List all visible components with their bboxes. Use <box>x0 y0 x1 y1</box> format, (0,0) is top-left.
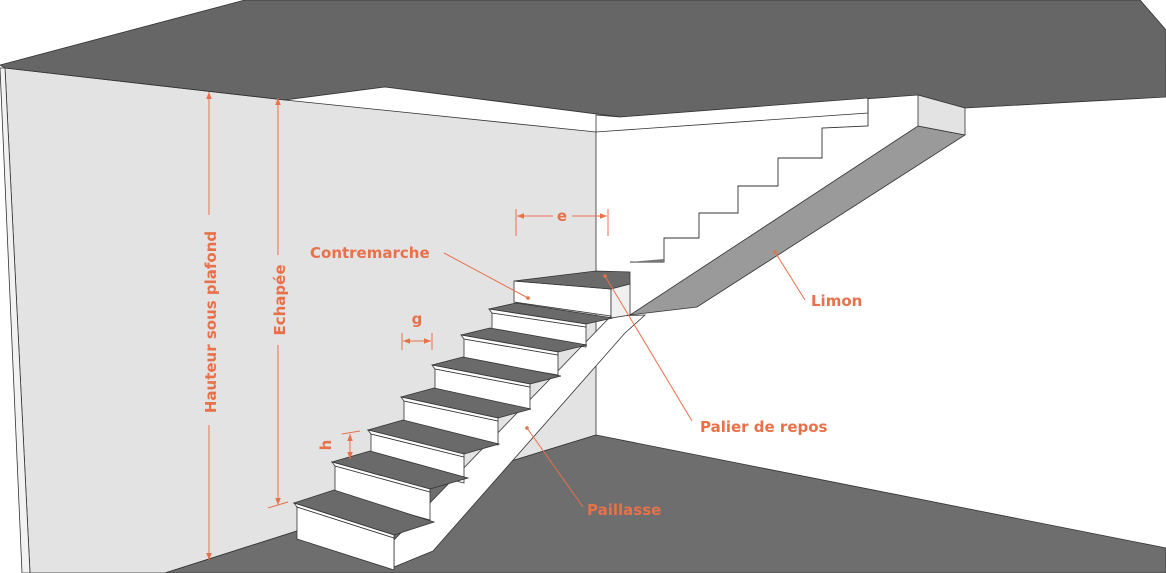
label-echapee: Echapée <box>271 264 289 335</box>
label-h: h <box>317 440 335 451</box>
tread-nosing <box>460 334 559 356</box>
label-e: e <box>557 207 567 225</box>
landing-tread <box>513 270 631 290</box>
label-limon: Limon <box>811 292 862 310</box>
dim-e: e <box>515 207 609 236</box>
tread-nosing <box>431 364 531 388</box>
tread-nosing <box>400 396 499 422</box>
dim-echapee: Echapée <box>267 98 289 509</box>
tread-nosing <box>367 429 465 458</box>
leader-paillasse: Paillasse <box>525 426 661 519</box>
dim-h: h <box>317 430 361 459</box>
label-paillasse: Paillasse <box>587 501 661 519</box>
label-contremarche: Contremarche <box>310 244 430 262</box>
upper-flight-nosings <box>630 259 664 262</box>
dim-g: g <box>401 310 433 350</box>
leader-limon: Limon <box>773 250 862 310</box>
tread-nosing <box>330 461 431 493</box>
label-g: g <box>412 310 423 328</box>
tread-nosing <box>488 308 587 328</box>
tread-nosing <box>292 502 395 539</box>
leader-palier: Palier de repos <box>603 274 828 436</box>
label-palier: Palier de repos <box>700 418 828 436</box>
limon-end-face <box>917 94 966 136</box>
label-hauteur: Hauteur sous plafond <box>202 231 220 413</box>
left-wall-edge <box>0 67 31 573</box>
upper-flight-profile <box>630 98 869 263</box>
dim-hauteur: Hauteur sous plafond <box>202 92 220 560</box>
lower-flight-steps <box>292 302 614 571</box>
leader-contremarche: Contremarche <box>310 244 530 300</box>
